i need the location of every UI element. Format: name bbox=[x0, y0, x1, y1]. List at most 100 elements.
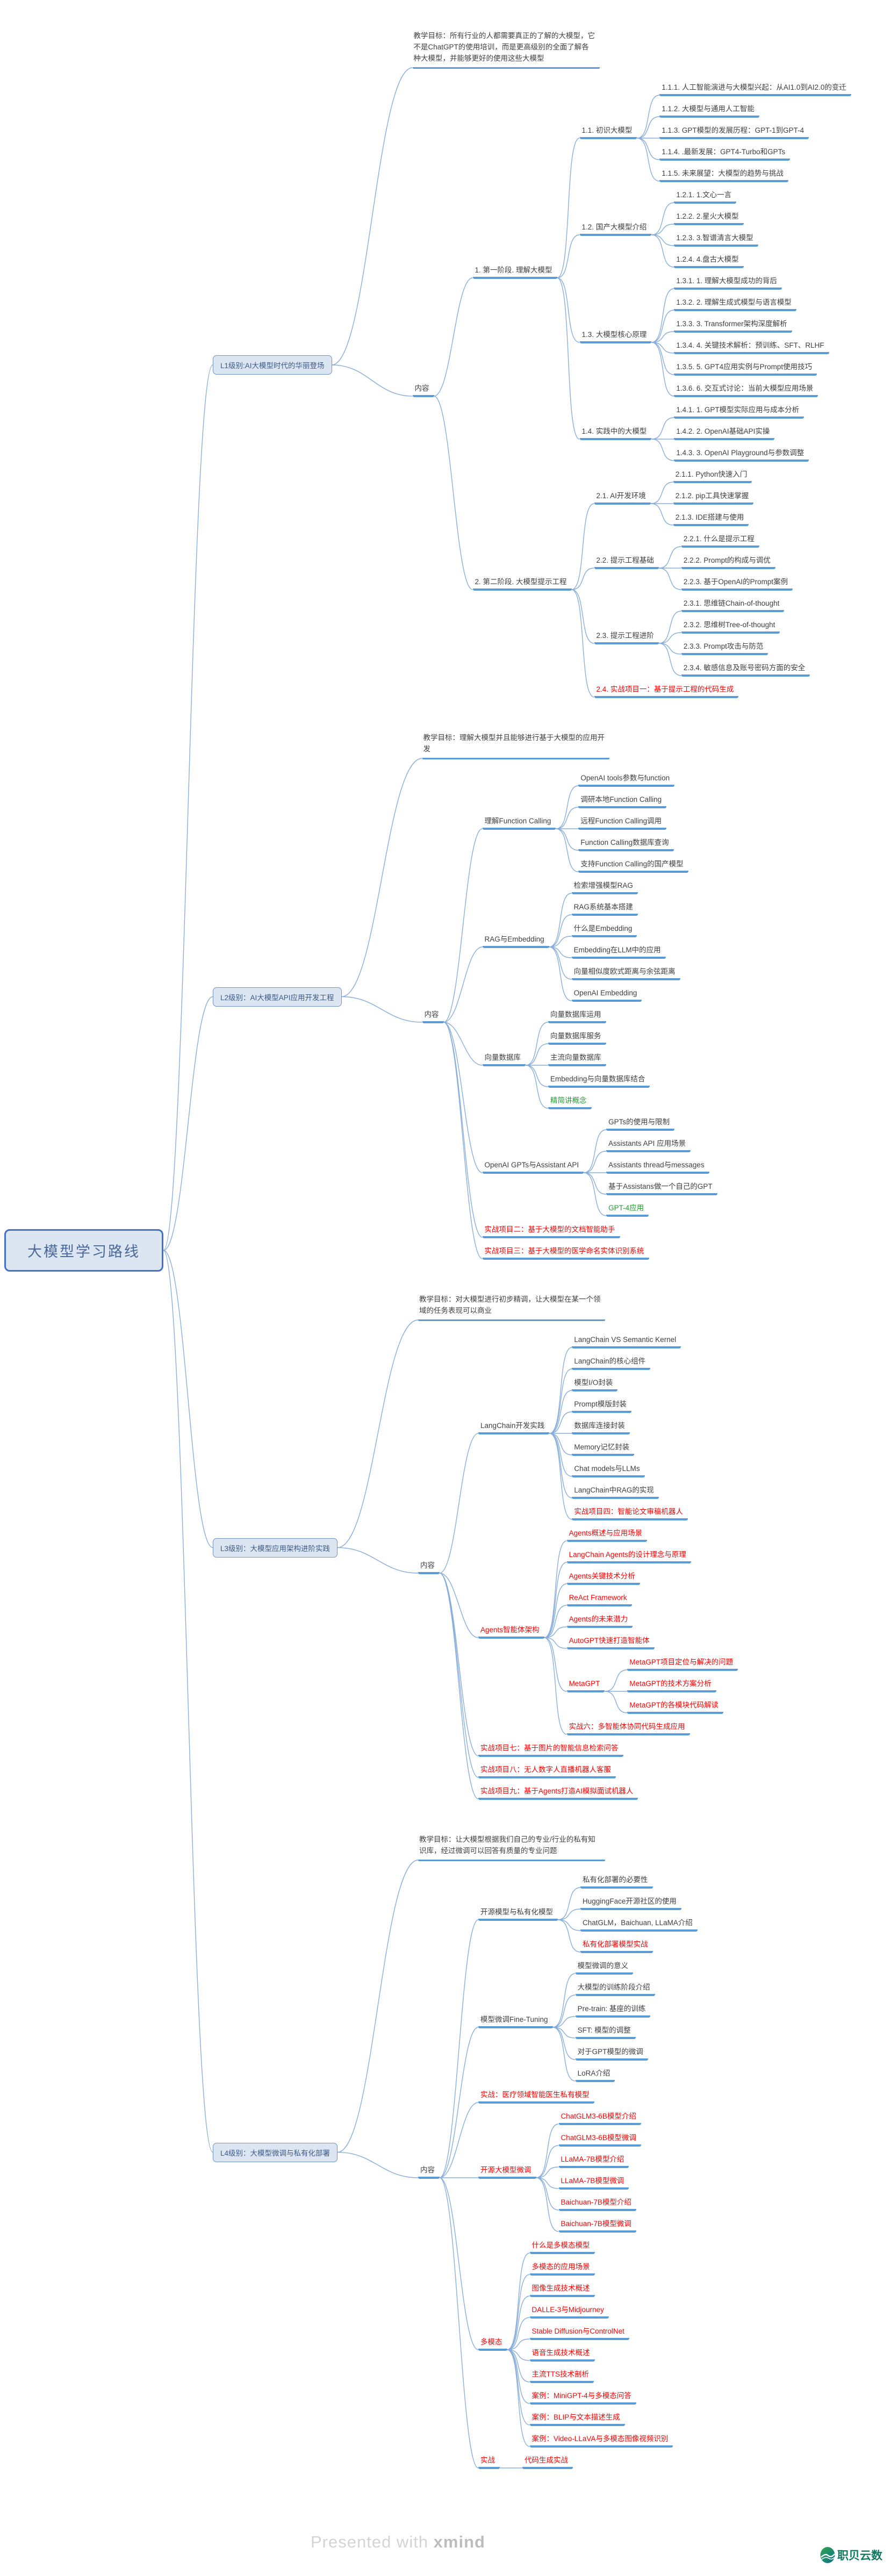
topic-node[interactable]: 向量数据库服务 bbox=[548, 1031, 606, 1045]
topic-node[interactable]: 主流向量数据库 bbox=[548, 1052, 606, 1066]
topic-node[interactable]: 检索增强模型RAG bbox=[571, 880, 638, 894]
topic-node[interactable]: 2.1.1. Python快速入门 bbox=[673, 469, 752, 483]
topic-node[interactable]: 大模型的训练阶段介绍 bbox=[575, 1982, 655, 1996]
topic-node[interactable]: 什么是Embedding bbox=[571, 923, 637, 937]
topic-node[interactable]: 语音生成技术概述 bbox=[529, 2348, 595, 2362]
topic-node[interactable]: 基于Assistans做一个自己的GPT bbox=[606, 1181, 717, 1195]
topic-node[interactable]: 2.1.3. IDE搭建与使用 bbox=[673, 512, 749, 526]
teaching-goal-note[interactable]: 教学目标：让大模型根据我们自己的专业/行业的私有知识库，经过微调可以回答有质量的… bbox=[418, 1834, 606, 1861]
topic-node[interactable]: 1.1. 初识大模型 bbox=[579, 125, 637, 139]
topic-node[interactable]: 向量数据库运用 bbox=[548, 1009, 606, 1023]
topic-node[interactable]: 1.3.6. 6. 交互式讨论：当前大模型应用场景 bbox=[674, 383, 818, 397]
topic-node[interactable]: Chat models与LLMs bbox=[572, 1463, 645, 1477]
topic-node[interactable]: 2.3.1. 思维链Chain-of-thought bbox=[681, 598, 785, 612]
topic-node[interactable]: 2.3. 提示工程进阶 bbox=[594, 630, 659, 644]
topic-node[interactable]: GPT-4应用 bbox=[606, 1203, 649, 1217]
topic-node[interactable]: 内容 bbox=[412, 383, 434, 397]
level-branch-topic[interactable]: L3级别：大模型应用架构进阶实践 bbox=[213, 1538, 338, 1558]
topic-node[interactable]: ReAct Framework bbox=[566, 1592, 632, 1606]
topic-node[interactable]: 1.2.4. 4.盘古大模型 bbox=[674, 254, 744, 268]
topic-node[interactable]: Memory记忆封装 bbox=[572, 1442, 635, 1456]
topic-node[interactable]: Prompt模版封装 bbox=[572, 1399, 631, 1413]
topic-node[interactable]: 开源大模型微调 bbox=[478, 2165, 536, 2179]
root-topic[interactable]: 大模型学习路线 bbox=[4, 1229, 163, 1272]
topic-node[interactable]: LangChain中RAG的实现 bbox=[572, 1485, 659, 1499]
topic-node[interactable]: 实战项目二：基于大模型的文档智能助手 bbox=[482, 1224, 620, 1238]
topic-node[interactable]: 1.1.3. GPT模型的发展历程：GPT-1到GPT-4 bbox=[659, 125, 809, 139]
topic-node[interactable]: Assistants thread与messages bbox=[606, 1160, 709, 1174]
topic-node[interactable]: 2.2.2. Prompt的构成与调优 bbox=[681, 555, 775, 569]
topic-node[interactable]: Assistants API 应用场景 bbox=[606, 1138, 691, 1152]
topic-node[interactable]: Embedding与向量数据库结合 bbox=[548, 1074, 650, 1088]
topic-node[interactable]: LangChain的核心组件 bbox=[572, 1356, 651, 1370]
topic-node[interactable]: ChatGLM，Baichuan, LLaMA介绍 bbox=[580, 1918, 698, 1932]
topic-node[interactable]: 2.3.2. 思维树Tree-of-thought bbox=[681, 620, 780, 634]
topic-node[interactable]: 数据库连接封装 bbox=[572, 1420, 630, 1434]
topic-node[interactable]: 1. 第一阶段. 理解大模型 bbox=[472, 265, 557, 279]
topic-node[interactable]: OpenAI GPTs与Assistant API bbox=[482, 1160, 584, 1174]
teaching-goal-note[interactable]: 教学目标：对大模型进行初步精调，让大模型在某一个领域的任务表现可以商业 bbox=[418, 1294, 606, 1321]
topic-node[interactable]: 实战六：多智能体协同代码生成应用 bbox=[566, 1721, 690, 1735]
topic-node[interactable]: 案例：MiniGPT-4与多模态问答 bbox=[529, 2391, 636, 2405]
topic-node[interactable]: 2.2.1. 什么是提示工程 bbox=[681, 534, 759, 548]
topic-node[interactable]: 内容 bbox=[418, 1560, 440, 1574]
topic-node[interactable]: 2.1.2. pip工具快速掌握 bbox=[673, 491, 754, 505]
topic-node[interactable]: 1.2.3. 3.智谱清言大模型 bbox=[674, 233, 758, 247]
topic-node[interactable]: MetaGPT的技术方案分析 bbox=[627, 1678, 716, 1692]
topic-node[interactable]: 2.3.3. Prompt攻击与防范 bbox=[681, 641, 768, 655]
topic-node[interactable]: 远程Function Calling调用 bbox=[578, 816, 667, 830]
topic-node[interactable]: Function Calling数据库查询 bbox=[578, 837, 674, 851]
topic-node[interactable]: 主流TTS技术剖析 bbox=[529, 2369, 594, 2383]
teaching-goal-note[interactable]: 教学目标：所有行业的人都需要真正的了解的大模型，它不是ChatGPT的使用培训，… bbox=[412, 30, 600, 69]
level-branch-topic[interactable]: L1级别:AI大模型时代的华丽登场 bbox=[213, 355, 332, 375]
topic-node[interactable]: 案例：BLIP与文本描述生成 bbox=[529, 2412, 625, 2426]
topic-node[interactable]: MetaGPT bbox=[566, 1678, 605, 1692]
topic-node[interactable]: 理解Function Calling bbox=[482, 816, 556, 830]
topic-node[interactable]: Stable Diffusion与ControlNet bbox=[529, 2326, 629, 2340]
topic-node[interactable]: LangChain Agents的设计理念与原理 bbox=[566, 1549, 691, 1563]
topic-node[interactable]: LLaMA-7B模型介绍 bbox=[558, 2154, 629, 2168]
topic-node[interactable]: Baichuan-7B模型介绍 bbox=[558, 2197, 636, 2211]
topic-node[interactable]: 对于GPT模型的微调 bbox=[575, 2047, 648, 2061]
topic-node[interactable]: 1.4.3. 3. OpenAI Playground与参数调整 bbox=[674, 448, 809, 462]
topic-node[interactable]: 1.2.1. 1.文心一言 bbox=[674, 190, 737, 204]
topic-node[interactable]: OpenAI Embedding bbox=[571, 988, 642, 1002]
topic-node[interactable]: 1.3. 大模型核心原理 bbox=[579, 329, 652, 343]
topic-node[interactable]: 模型I/O封装 bbox=[572, 1377, 618, 1391]
topic-node[interactable]: 实战项目三：基于大模型的医学命名实体识别系统 bbox=[482, 1246, 649, 1260]
topic-node[interactable]: 多模态的应用场景 bbox=[529, 2262, 595, 2276]
topic-node[interactable]: 2.2.3. 基于OpenAI的Prompt案例 bbox=[681, 577, 793, 591]
topic-node[interactable]: 模型微调Fine-Tuning bbox=[478, 2014, 553, 2028]
topic-node[interactable]: 私有化部署模型实战 bbox=[580, 1939, 653, 1953]
topic-node[interactable]: Agents概述与应用场景 bbox=[566, 1528, 648, 1542]
topic-node[interactable]: AutoGPT快速打造智能体 bbox=[566, 1635, 655, 1649]
level-branch-topic[interactable]: L2级别：AI大模型API应用开发工程 bbox=[213, 987, 342, 1007]
topic-node[interactable]: 实战项目九：基于Agents打造AI模拟面试机器人 bbox=[478, 1786, 638, 1800]
topic-node[interactable]: 私有化部署的必要性 bbox=[580, 1875, 653, 1889]
topic-node[interactable]: 1.3.2. 2. 理解生成式模型与语言模型 bbox=[674, 297, 796, 311]
topic-node[interactable]: 2. 第二阶段. 大模型提示工程 bbox=[472, 577, 572, 591]
topic-node[interactable]: LangChain开发实践 bbox=[478, 1420, 550, 1434]
topic-node[interactable]: 开源模型与私有化模型 bbox=[478, 1907, 558, 1921]
topic-node[interactable]: RAG与Embedding bbox=[482, 934, 549, 948]
teaching-goal-note[interactable]: 教学目标：理解大模型并且能够进行基于大模型的应用开发 bbox=[422, 732, 609, 759]
topic-node[interactable]: 向量数据库 bbox=[482, 1052, 526, 1066]
topic-node[interactable]: 1.3.4. 4. 关键技术解析：预训练、SFT、RLHF bbox=[674, 340, 829, 354]
topic-node[interactable]: GPTs的使用与限制 bbox=[606, 1117, 675, 1131]
topic-node[interactable]: 调研本地Function Calling bbox=[578, 794, 667, 808]
topic-node[interactable]: 实战：医疗领域智能医生私有模型 bbox=[478, 2090, 594, 2104]
topic-node[interactable]: 1.4.2. 2. OpenAI基础API实操 bbox=[674, 426, 775, 440]
topic-node[interactable]: 1.1.4. .最新发展：GPT4-Turbo和GPTs bbox=[659, 147, 791, 161]
topic-node[interactable]: 精简讲概念 bbox=[548, 1095, 592, 1109]
topic-node[interactable]: 1.4. 实践中的大模型 bbox=[579, 426, 652, 440]
topic-node[interactable]: Baichuan-7B模型微调 bbox=[558, 2219, 636, 2233]
topic-node[interactable]: 2.2. 提示工程基础 bbox=[594, 555, 659, 569]
topic-node[interactable]: 支持Function Calling的国产模型 bbox=[578, 859, 688, 873]
topic-node[interactable]: 模型微调的意义 bbox=[575, 1961, 634, 1975]
topic-node[interactable]: MetaGPT的各模块代码解读 bbox=[627, 1700, 724, 1714]
topic-node[interactable]: 1.1.5. 未来展望：大模型的趋势与挑战 bbox=[659, 168, 788, 182]
topic-node[interactable]: 1.1.1. 人工智能演进与大模型兴起：从AI1.0到AI2.0的变迁 bbox=[659, 82, 851, 96]
topic-node[interactable]: 1.1.2. 大模型与通用人工智能 bbox=[659, 104, 759, 118]
topic-node[interactable]: 图像生成技术概述 bbox=[529, 2283, 595, 2297]
topic-node[interactable]: LangChain VS Semantic Kernel bbox=[572, 1334, 681, 1348]
